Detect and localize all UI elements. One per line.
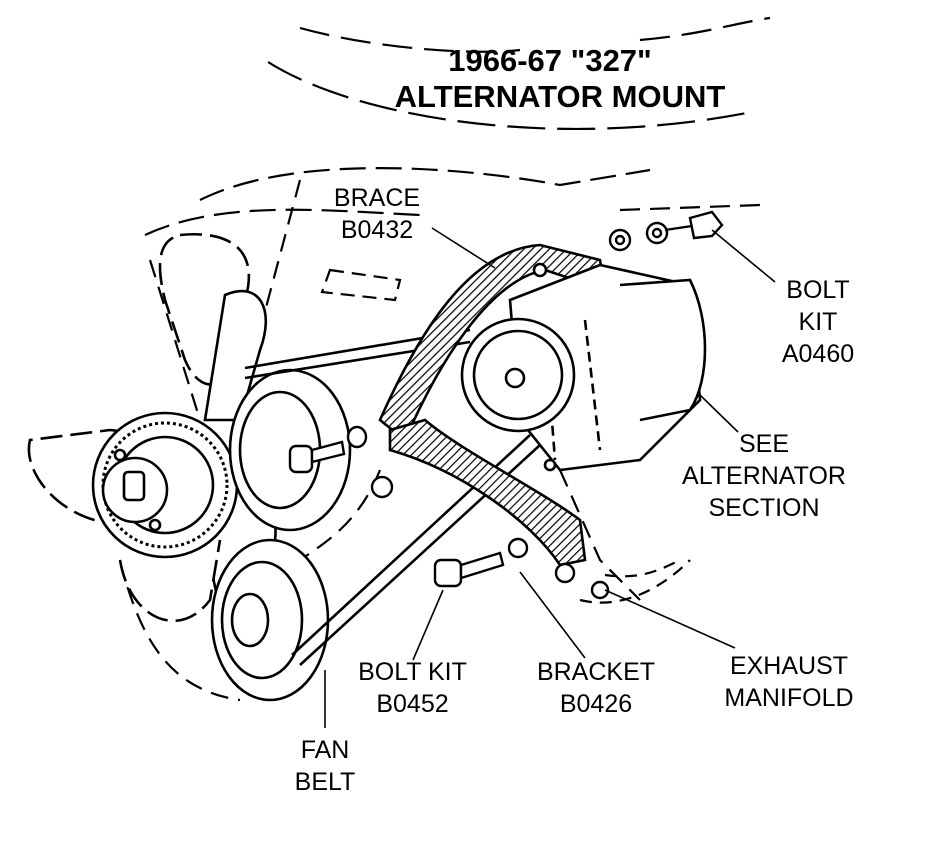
bolt-kit-a-label: BOLT KIT A0460 <box>768 274 868 370</box>
see-alternator-line3: SECTION <box>708 494 820 522</box>
see-alternator-line2: ALTERNATOR <box>682 462 846 490</box>
brace-part-number: B0432 <box>340 216 414 244</box>
brace-label: BRACE B0432 <box>322 182 432 246</box>
fan-belt-line2: BELT <box>294 768 356 796</box>
bolt-kit-a-line1: BOLT <box>786 276 850 304</box>
bolt-kit-a-part-number: A0460 <box>781 340 855 368</box>
bracket-drawing <box>388 418 587 567</box>
bolt-kit-b-part-number: B0452 <box>376 690 449 718</box>
brace-name: BRACE <box>333 184 421 212</box>
bolt-kit-b-drawing <box>288 425 610 600</box>
exhaust-manifold-line1: EXHAUST <box>729 652 849 680</box>
diagram-title-line1: 1966-67 "327" <box>448 43 652 78</box>
see-alternator-label: SEE ALTERNATOR SECTION <box>664 428 864 524</box>
bracket-label: BRACKET B0426 <box>526 656 666 720</box>
bolt-kit-b-name: BOLT KIT <box>358 658 467 686</box>
bolt-kit-a-line2: KIT <box>798 308 838 336</box>
alternator-drawing <box>460 262 707 472</box>
see-alternator-line1: SEE <box>738 430 790 458</box>
exhaust-manifold-line2: MANIFOLD <box>724 684 854 712</box>
fan-belt-label: FAN BELT <box>280 734 370 798</box>
bracket-name: BRACKET <box>536 658 656 686</box>
bolt-kit-b-label: BOLT KIT B0452 <box>345 656 480 720</box>
exhaust-manifold-label: EXHAUST MANIFOLD <box>704 650 874 714</box>
bracket-part-number: B0426 <box>559 690 633 718</box>
diagram-title-line2: ALTERNATOR MOUNT <box>394 79 726 114</box>
hood-outline <box>118 16 771 702</box>
fan-belt-line1: FAN <box>300 736 350 764</box>
leader-lines <box>324 227 776 728</box>
bolt-kit-a-drawing <box>608 210 724 252</box>
